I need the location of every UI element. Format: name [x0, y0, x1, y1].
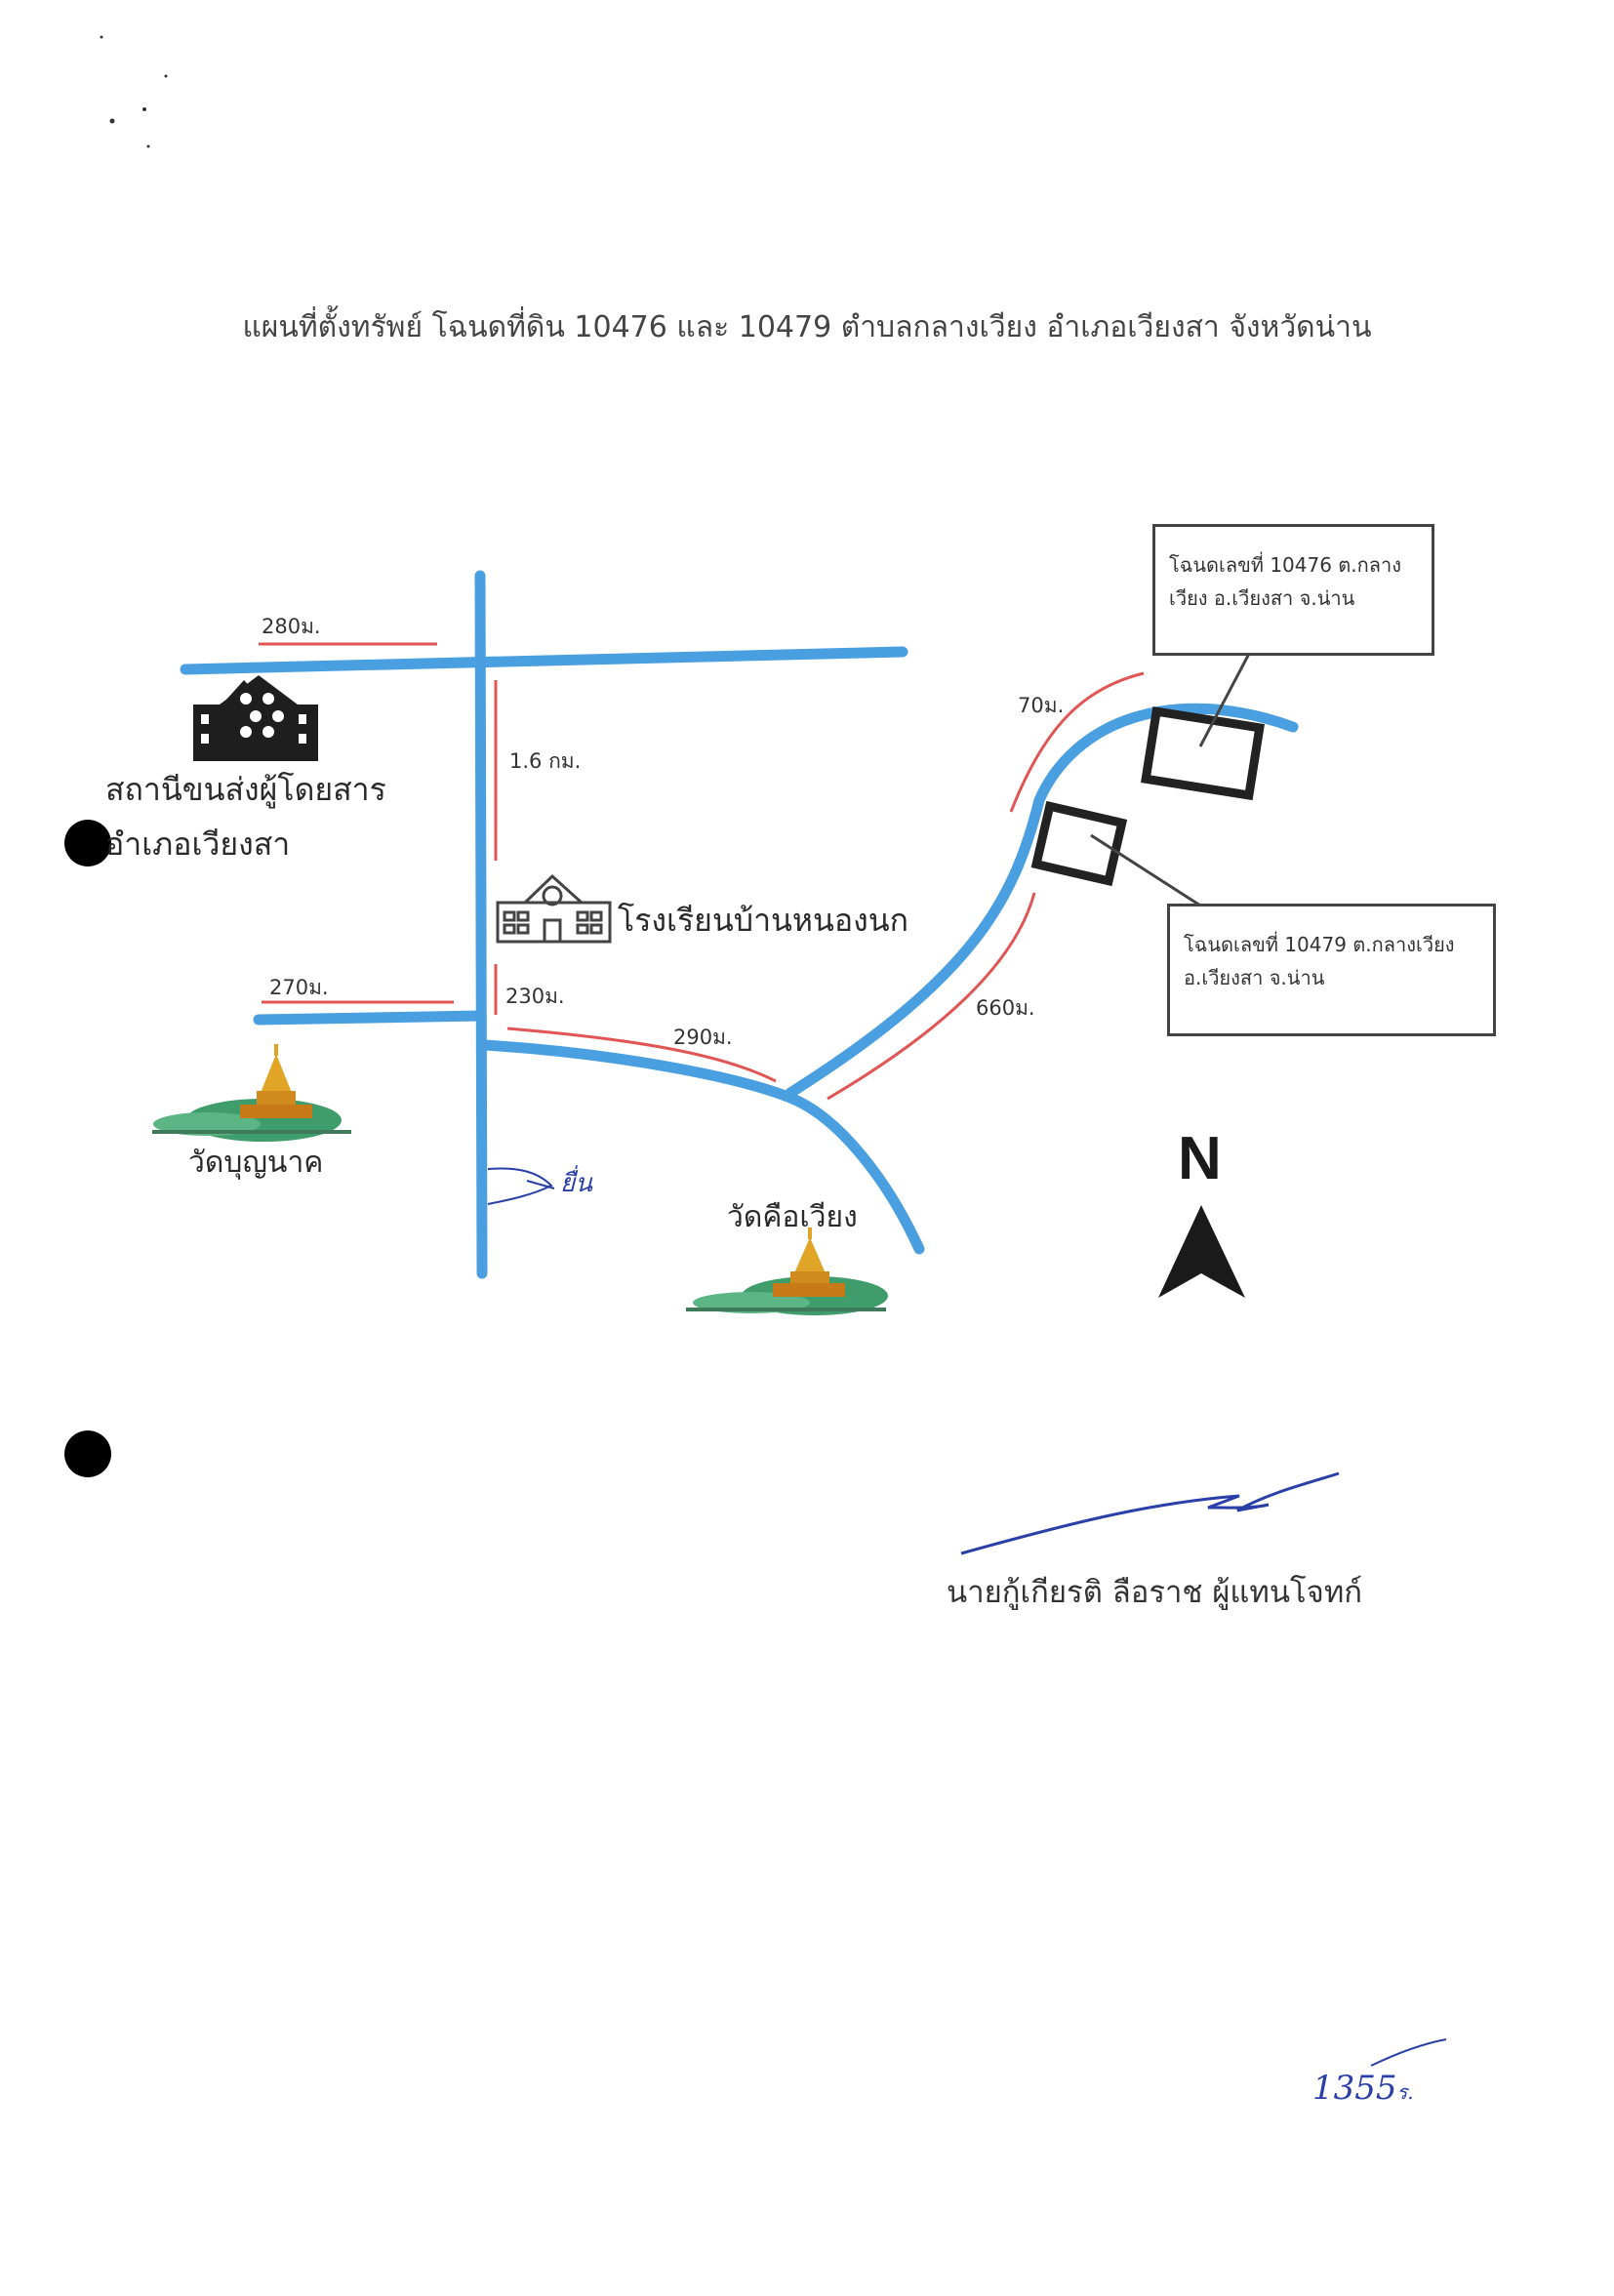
distance-label-660: 660ม.: [976, 996, 1035, 1020]
plot-10476-line1: โฉนดเลขที่ 10476 ต.กลาง: [1169, 553, 1402, 577]
map-title: แผนที่ตั้งทรัพย์ โฉนดที่ดิน 10476 และ 10…: [242, 310, 1372, 344]
temple-boonnak-icon: [152, 1044, 351, 1142]
handwritten-margin-mark: [487, 1167, 555, 1205]
road-vertical-main: [474, 570, 488, 1279]
distance-label-70: 70ม.: [1018, 694, 1065, 717]
distance-lines: [259, 642, 1145, 1101]
road-middle-horizontal: [253, 1010, 487, 1026]
distance-label-270: 270ม.: [269, 976, 329, 999]
distance-label-280: 280ม.: [262, 615, 321, 638]
page-number: 1355ร.: [1312, 2069, 1414, 2108]
plot-10479-line2: อ.เวียงสา จ.น่าน: [1184, 966, 1325, 989]
distance-label-290: 290ม.: [673, 1026, 733, 1049]
plot-10476: [1141, 649, 1265, 801]
north-label: N: [1178, 1125, 1222, 1192]
plot-10479-info-box: โฉนดเลขที่ 10479 ต.กลางเวียง อ.เวียงสา จ…: [1167, 904, 1496, 1036]
scan-specks: [100, 35, 168, 148]
temple-khuewiang-icon: [686, 1228, 888, 1315]
plot-10479-line1: โฉนดเลขที่ 10479 ต.กลางเวียง: [1184, 933, 1455, 956]
temple-khuewiang-label: วัดคือเวียง: [727, 1200, 858, 1234]
dist-line-70: [1009, 671, 1145, 813]
signer-name: นายกู้เกียรติ ลือราช ผู้แทนโจทก์: [947, 1575, 1363, 1610]
signature-scribble: [960, 1471, 1340, 1555]
page-number-suffix: ร.: [1396, 2080, 1414, 2104]
road-curve-to-temple: [478, 1039, 925, 1255]
road-top-horizontal: [180, 646, 908, 675]
north-arrow-icon: [1158, 1205, 1245, 1298]
bus-station-label-line1: สถานีขนส่งผู้โดยสาร: [105, 771, 386, 808]
temple-boonnak-label: วัดบุญนาค: [188, 1146, 324, 1180]
page-number-digits: 1355: [1312, 2069, 1397, 2108]
school-label: โรงเรียนบ้านหนองนก: [618, 902, 908, 939]
bus-station-icon: [193, 675, 318, 761]
bus-station-label-line2: อำเภอเวียงสา: [105, 826, 291, 863]
road-curve-to-plots: [785, 703, 1299, 1099]
plot-10476-info-box: โฉนดเลขที่ 10476 ต.กลาง เวียง อ.เวียงสา …: [1152, 524, 1434, 656]
distance-label-230: 230ม.: [505, 985, 565, 1008]
plot-10476-line2: เวียง อ.เวียงสา จ.น่าน: [1169, 586, 1355, 610]
roads: [180, 570, 1299, 1279]
distance-label-1-6km: 1.6 กม.: [509, 749, 582, 773]
dist-line-660: [827, 892, 1036, 1101]
dist-line-290: [506, 1027, 777, 1083]
punch-hole-top: [64, 820, 111, 866]
page-number-flourish: [1370, 2038, 1447, 2067]
school-icon: [496, 873, 612, 944]
punch-hole-bottom: [64, 1430, 111, 1477]
handwritten-margin-note: ยื่น: [560, 1169, 593, 1198]
